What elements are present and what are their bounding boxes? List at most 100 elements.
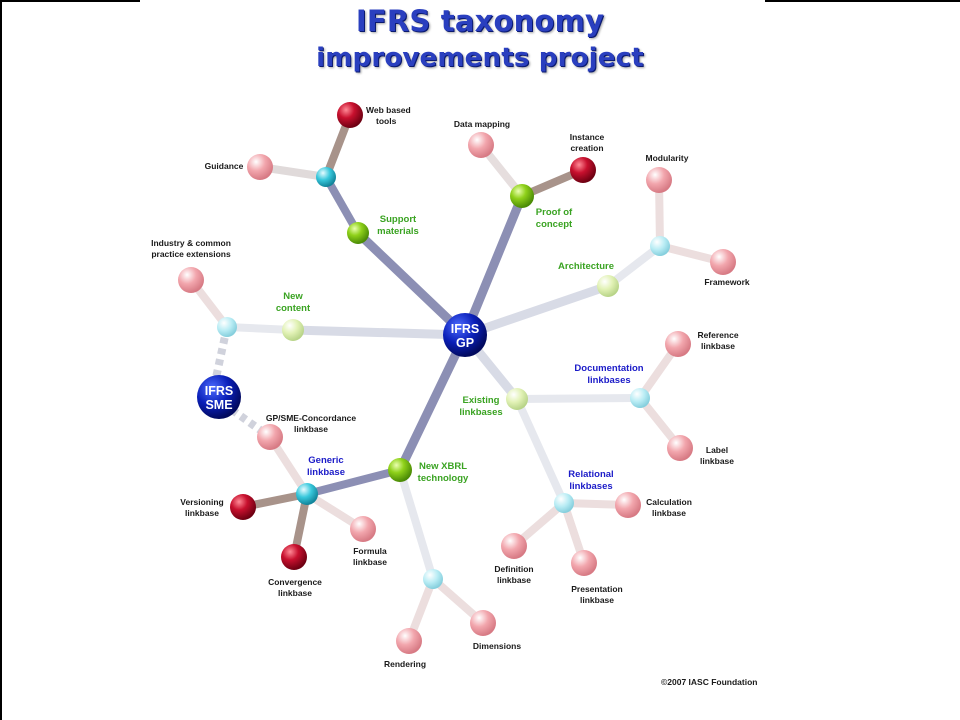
presentation-linkbase-node xyxy=(571,550,597,576)
architecture-node xyxy=(597,275,619,297)
reference-linkbase-label-line2: linkbase xyxy=(701,341,735,351)
framework-node xyxy=(710,249,736,275)
guidance-label: Guidance xyxy=(205,161,244,171)
nodes xyxy=(178,102,736,654)
calculation-linkbase-label-line1: Calculation xyxy=(646,497,692,507)
generic-linkbase-node xyxy=(296,483,318,505)
connector-hub-support xyxy=(353,228,470,340)
connector-existing-rel xyxy=(513,395,568,507)
reference-linkbase-label-line1: Reference xyxy=(697,330,738,340)
data-mapping-label: Data mapping xyxy=(454,119,510,129)
hub-connectors xyxy=(288,191,613,475)
instance-creation-label-line2: creation xyxy=(570,143,603,153)
existing-linkbases-label-line2: linkbases xyxy=(459,407,502,418)
architecture-junction-node xyxy=(650,236,670,256)
frame-left-line xyxy=(0,0,2,720)
definition-linkbase-node xyxy=(501,533,527,559)
new-xbrl-technology-label-line2: technology xyxy=(418,473,469,484)
diagram-title-line2: improvements project xyxy=(316,43,644,73)
rendering-node xyxy=(396,628,422,654)
modularity-node xyxy=(646,167,672,193)
label-linkbase-node xyxy=(667,435,693,461)
calculation-linkbase-label-line2: linkbase xyxy=(652,508,686,518)
new-content-junction-node xyxy=(217,317,237,337)
guidance-node xyxy=(247,154,273,180)
ifrs-gp-label-line1: IFRS xyxy=(451,322,479,336)
architecture-label: Architecture xyxy=(558,261,614,272)
label-linkbase-label-line2: linkbase xyxy=(700,456,734,466)
convergence-linkbase-node xyxy=(281,544,307,570)
relational-linkbases-label-line1: Relational xyxy=(568,469,613,480)
ifrs-sme-hub xyxy=(197,375,241,419)
documentation-linkbases-label-line1: Documentation xyxy=(574,363,643,374)
new-content-label-line1: New xyxy=(283,291,303,302)
web-based-tools-label-line2: tools xyxy=(376,116,397,126)
presentation-linkbase-label-line1: Presentation xyxy=(571,584,623,594)
versioning-linkbase-label-line2: linkbase xyxy=(185,508,219,518)
connector-hub-architecture xyxy=(460,281,613,340)
new-content-label-line2: content xyxy=(276,303,311,314)
label-linkbase-label-line1: Label xyxy=(706,445,728,455)
secondary-connectors xyxy=(187,111,727,645)
reference-linkbase-node xyxy=(665,331,691,357)
web-based-tools-node xyxy=(337,102,363,128)
ifrs-gp-label-line2: GP xyxy=(456,336,474,350)
dimensions-label: Dimensions xyxy=(473,641,521,651)
industry-extensions-label-line2: practice extensions xyxy=(151,249,231,259)
convergence-linkbase-label-line2: linkbase xyxy=(278,588,312,598)
proof-of-concept-label-line1: Proof of xyxy=(536,207,573,218)
connector-hub-newcontent xyxy=(288,325,470,340)
ifrs-sme-label-line1: IFRS xyxy=(205,384,233,398)
existing-linkbases-label-line1: Existing xyxy=(463,395,500,406)
modularity-label: Modularity xyxy=(646,153,689,163)
convergence-linkbase-label-line1: Convergence xyxy=(268,577,322,587)
industry-extensions-node xyxy=(178,267,204,293)
relational-linkbases-label-line2: linkbases xyxy=(569,481,612,492)
new-content-node xyxy=(282,319,304,341)
versioning-linkbase-node xyxy=(230,494,256,520)
data-mapping-node xyxy=(468,132,494,158)
frame-top-left-line xyxy=(0,0,140,2)
instance-creation-node xyxy=(570,157,596,183)
web-based-tools-label-line1: Web based xyxy=(366,105,411,115)
connector-newcontent-cyan xyxy=(223,323,297,334)
new-xbrl-technology-label-line1: New XBRL xyxy=(419,461,467,472)
frame-top-right-line xyxy=(765,0,960,2)
concordance-linkbase-label-line1: GP/SME-Concordance xyxy=(266,413,356,423)
formula-linkbase-label-line1: Formula xyxy=(353,546,387,556)
connector-hub-proof xyxy=(460,191,527,340)
diagram-title-line1: IFRS taxonomy xyxy=(355,4,605,38)
existing-linkbases-node xyxy=(506,388,528,410)
concordance-linkbase-label-line2: linkbase xyxy=(294,424,328,434)
documentation-linkbases-label-line2: linkbases xyxy=(587,375,630,386)
presentation-linkbase-label-line2: linkbase xyxy=(580,595,614,605)
definition-linkbase-label-line2: linkbase xyxy=(497,575,531,585)
calculation-linkbase-node xyxy=(615,492,641,518)
rendering-label: Rendering xyxy=(384,659,426,669)
ifrs-sme-label-line2: SME xyxy=(205,398,232,412)
support-materials-node xyxy=(347,222,369,244)
ifrs-gp-hub xyxy=(443,313,487,357)
formula-linkbase-label-line2: linkbase xyxy=(353,557,387,567)
connector-newxbrl-cyan xyxy=(396,466,437,583)
industry-extensions-label-line1: Industry & common xyxy=(151,238,231,248)
dimensions-node xyxy=(470,610,496,636)
connector-hub-newxbrl xyxy=(395,330,470,475)
proof-of-concept-label-line2: concept xyxy=(536,219,573,230)
support-junction-node xyxy=(316,167,336,187)
documentation-linkbases-node xyxy=(630,388,650,408)
relational-linkbases-node xyxy=(554,493,574,513)
versioning-linkbase-label-line1: Versioning xyxy=(180,497,223,507)
support-materials-label-line2: materials xyxy=(377,226,419,237)
copyright-notice: ©2007 IASC Foundation xyxy=(661,677,758,687)
connector-existing-doc xyxy=(513,394,644,403)
framework-label: Framework xyxy=(704,277,750,287)
generic-linkbase-label-line2: linkbase xyxy=(307,467,345,478)
definition-linkbase-label-line1: Definition xyxy=(494,564,533,574)
instance-creation-label-line1: Instance xyxy=(570,132,605,142)
proof-of-concept-node xyxy=(510,184,534,208)
formula-linkbase-node xyxy=(350,516,376,542)
new-xbrl-technology-node xyxy=(388,458,412,482)
connector-newxbrl-generic xyxy=(303,466,404,498)
